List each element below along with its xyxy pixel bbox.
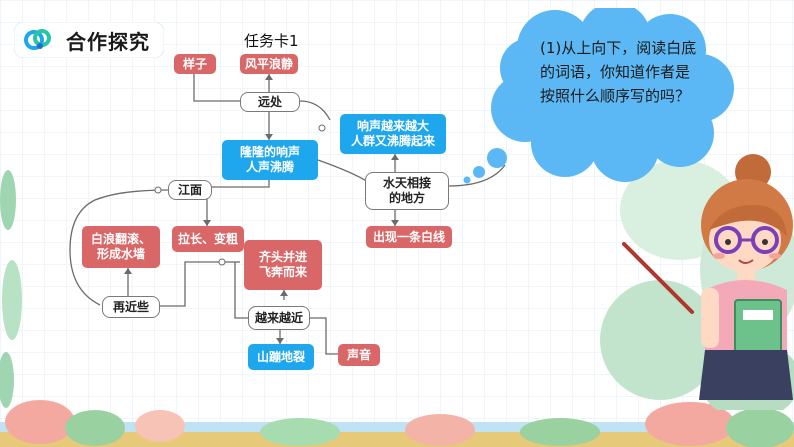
- node-lachang: 拉长、变粗: [172, 226, 244, 252]
- node-longlong: 隆隆的响声 人声沸腾: [222, 140, 318, 180]
- node-yuanchu: 远处: [240, 92, 300, 112]
- node-yangzi: 样子: [174, 54, 216, 74]
- page-title: 合作探究: [66, 30, 150, 54]
- knot-logo-icon: [24, 29, 51, 50]
- node-shuitian-line1: 水天相接: [382, 176, 431, 190]
- thought-bubble: [463, 8, 734, 184]
- node-longlong-line2: 人声沸腾: [245, 160, 294, 174]
- node-xiangsheng: 响声越来越大 人群又沸腾起来: [340, 114, 446, 154]
- node-bailang-line2: 形成水墙: [96, 247, 145, 261]
- node-fengping: 风平浪静: [240, 54, 298, 74]
- node-xiangsheng-line2: 人群又沸腾起来: [350, 134, 435, 148]
- node-qitou-line2: 飞奔而来: [258, 265, 307, 279]
- pointer-stick-icon: [622, 242, 694, 314]
- flower-decoration-bottom: [0, 400, 794, 447]
- node-baixian: 出现一条白线: [366, 226, 452, 248]
- node-shengyin: 声音: [338, 344, 380, 366]
- node-longlong-line1: 隆隆的响声: [239, 145, 300, 159]
- node-shuitian-line2: 的地方: [388, 191, 425, 205]
- node-zaijin: 再近些: [102, 296, 160, 318]
- node-shuitian: 水天相接 的地方: [365, 172, 449, 210]
- node-qitou-line1: 齐头并进: [258, 250, 307, 264]
- teacher-illustration: [699, 154, 793, 400]
- node-xiangsheng-line1: 响声越来越大: [356, 119, 429, 133]
- node-bailang-line1: 白浪翻滚、: [90, 232, 151, 246]
- header-bar: [14, 22, 164, 58]
- leaf-decoration-left: [0, 170, 22, 408]
- task-card-title: 任务卡1: [244, 32, 299, 50]
- node-yuelai: 越来越近: [248, 306, 310, 330]
- bubble-question: (1)从上向下，阅读白底的词语，你知道作者是按照什么顺序写的吗？: [540, 39, 697, 105]
- node-jiangmian: 江面: [168, 180, 212, 200]
- node-bailang: 白浪翻滚、 形成水墙: [82, 226, 160, 268]
- node-shanbeng: 山蹦地裂: [248, 344, 314, 370]
- node-qitou: 齐头并进 飞奔而来: [244, 240, 322, 290]
